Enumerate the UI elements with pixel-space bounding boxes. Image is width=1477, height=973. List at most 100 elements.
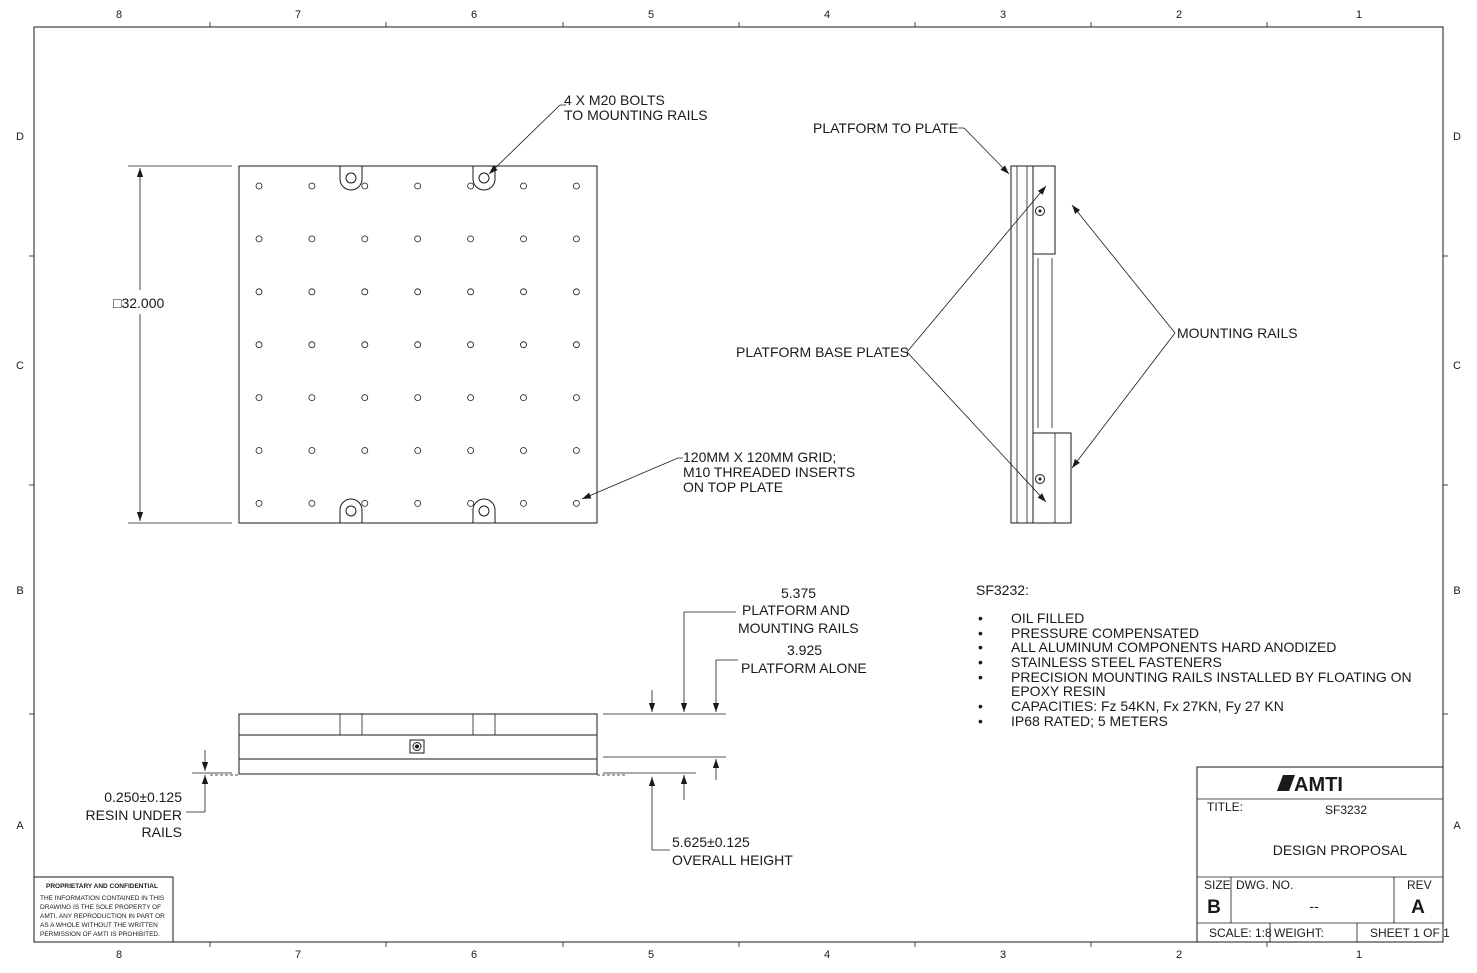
- size-value: B: [1207, 897, 1221, 918]
- rev-value: A: [1411, 897, 1425, 918]
- top-view: □32.000 4 X M20 BOLTS TO MOUNTING RAILS …: [113, 92, 855, 524]
- bolt-center: [1038, 477, 1042, 481]
- zone-col-label: 7: [295, 9, 301, 21]
- leader-line: [1071, 332, 1176, 469]
- bullet: •: [978, 625, 983, 641]
- bullet: •: [978, 669, 983, 685]
- dim-resin-value: 0.250±0.125: [104, 789, 182, 805]
- dim-platform-label: PLATFORM ALONE: [741, 660, 867, 676]
- threaded-insert: [255, 288, 263, 296]
- threaded-insert: [308, 394, 316, 402]
- dim-resin-label: RAILS: [142, 824, 182, 840]
- bolt-head: [1035, 474, 1045, 484]
- mounting-rails-label: MOUNTING RAILS: [1177, 325, 1298, 341]
- design-proposal: DESIGN PROPOSAL: [1273, 842, 1408, 858]
- connector-pin: [415, 744, 419, 749]
- zone-col-label: 5: [648, 949, 654, 961]
- zone-row-label: A: [16, 820, 24, 832]
- threaded-insert: [361, 499, 369, 507]
- dim-platform-value: 3.925: [787, 642, 822, 658]
- zone-col-label: 4: [824, 949, 830, 961]
- bolt-hole: [478, 172, 490, 184]
- zone-col-label: 6: [471, 949, 477, 961]
- insert-grid: [255, 182, 580, 507]
- dim-total-label: MOUNTING RAILS: [738, 620, 859, 636]
- proprietary-line: AS A WHOLE WITHOUT THE WRITTEN: [40, 922, 158, 929]
- threaded-insert: [467, 394, 475, 402]
- proprietary-line: AMTI. ANY REPRODUCTION IN PART OR: [40, 913, 165, 920]
- bolt-cutout: [339, 498, 363, 523]
- zone-row-label: D: [1453, 131, 1461, 143]
- threaded-insert: [255, 499, 263, 507]
- zone-row-label: A: [1453, 820, 1461, 832]
- leader-line: [1071, 204, 1176, 334]
- threaded-insert: [573, 394, 580, 402]
- bolt-hole: [345, 172, 357, 184]
- note-item: EPOXY RESIN: [1011, 683, 1106, 699]
- leader-line: [581, 457, 683, 500]
- bolts-note-line: 4 X M20 BOLTS: [564, 92, 665, 108]
- threaded-insert: [308, 499, 316, 507]
- zone-col-label: 8: [116, 949, 122, 961]
- threaded-insert: [414, 499, 422, 507]
- threaded-insert: [308, 235, 316, 243]
- threaded-insert: [573, 341, 580, 349]
- bullet: •: [978, 639, 983, 655]
- bolt-cutout: [339, 166, 363, 191]
- zone-col-label: 8: [116, 9, 122, 21]
- proprietary-border: [33, 876, 174, 943]
- zone-col-label: 3: [1000, 949, 1006, 961]
- row-labels-right: D C B A: [1453, 131, 1461, 832]
- proprietary-box: PROPRIETARY AND CONFIDENTIAL THE INFORMA…: [33, 876, 174, 943]
- threaded-insert: [520, 235, 527, 243]
- zone-col-label: 2: [1176, 949, 1182, 961]
- threaded-insert: [255, 394, 263, 402]
- zone-col-label: 4: [824, 9, 830, 21]
- column-labels-top: 8 7 6 5 4 3 2 1: [116, 9, 1362, 21]
- base-plate-front: [238, 758, 598, 775]
- bolt-head: [1035, 206, 1045, 216]
- dwg-no-label: DWG. NO.: [1236, 878, 1293, 892]
- zone-row-label: D: [16, 131, 24, 143]
- dim-overall-value: 5.625±0.125: [672, 834, 750, 850]
- connector-ring: [412, 742, 422, 751]
- dim-overall-label: OVERALL HEIGHT: [672, 852, 793, 868]
- threaded-insert: [467, 235, 475, 243]
- zone-col-label: 3: [1000, 9, 1006, 21]
- leader-line: [906, 185, 1047, 353]
- threaded-insert: [255, 341, 263, 349]
- note-item: PRECISION MOUNTING RAILS INSTALLED BY FL…: [1011, 669, 1412, 685]
- dim-total-label: PLATFORM AND: [742, 602, 850, 618]
- threaded-insert: [255, 447, 263, 454]
- note-item: IP68 RATED; 5 METERS: [1011, 713, 1168, 729]
- mounting-rail-lower: [1032, 432, 1072, 524]
- front-view: 5.375 PLATFORM AND MOUNTING RAILS 3.925 …: [86, 585, 867, 868]
- threaded-insert: [520, 499, 527, 507]
- platform-to-plate-label: PLATFORM TO PLATE: [813, 120, 958, 136]
- threaded-insert: [520, 394, 527, 402]
- connector-icon: [409, 739, 425, 754]
- threaded-insert: [573, 447, 580, 454]
- threaded-insert: [573, 182, 580, 190]
- zone-row-label: C: [1453, 360, 1461, 372]
- platform-side: [1010, 165, 1034, 524]
- leader-line: [488, 104, 566, 175]
- notes-heading: SF3232:: [976, 582, 1029, 598]
- amti-logo-mark: [1277, 775, 1295, 791]
- threaded-insert: [308, 447, 316, 454]
- threaded-insert: [308, 341, 316, 349]
- notes-block: SF3232: • OIL FILLED • PRESSURE COMPENSA…: [976, 582, 1412, 729]
- proprietary-line: DRAWING IS THE SOLE PROPERTY OF: [40, 904, 161, 911]
- dim-resin-label: RESIN UNDER: [86, 807, 182, 823]
- threaded-insert: [467, 182, 475, 190]
- mounting-rail-upper: [1032, 165, 1056, 255]
- threaded-insert: [361, 447, 369, 454]
- bullet: •: [978, 654, 983, 670]
- threaded-insert: [520, 341, 527, 349]
- threaded-insert: [573, 499, 580, 507]
- column-labels-bottom: 8 7 6 5 4 3 2 1: [116, 949, 1362, 961]
- threaded-insert: [414, 235, 422, 243]
- zone-col-label: 5: [648, 9, 654, 21]
- scale-label: SCALE: 1:8: [1209, 926, 1272, 940]
